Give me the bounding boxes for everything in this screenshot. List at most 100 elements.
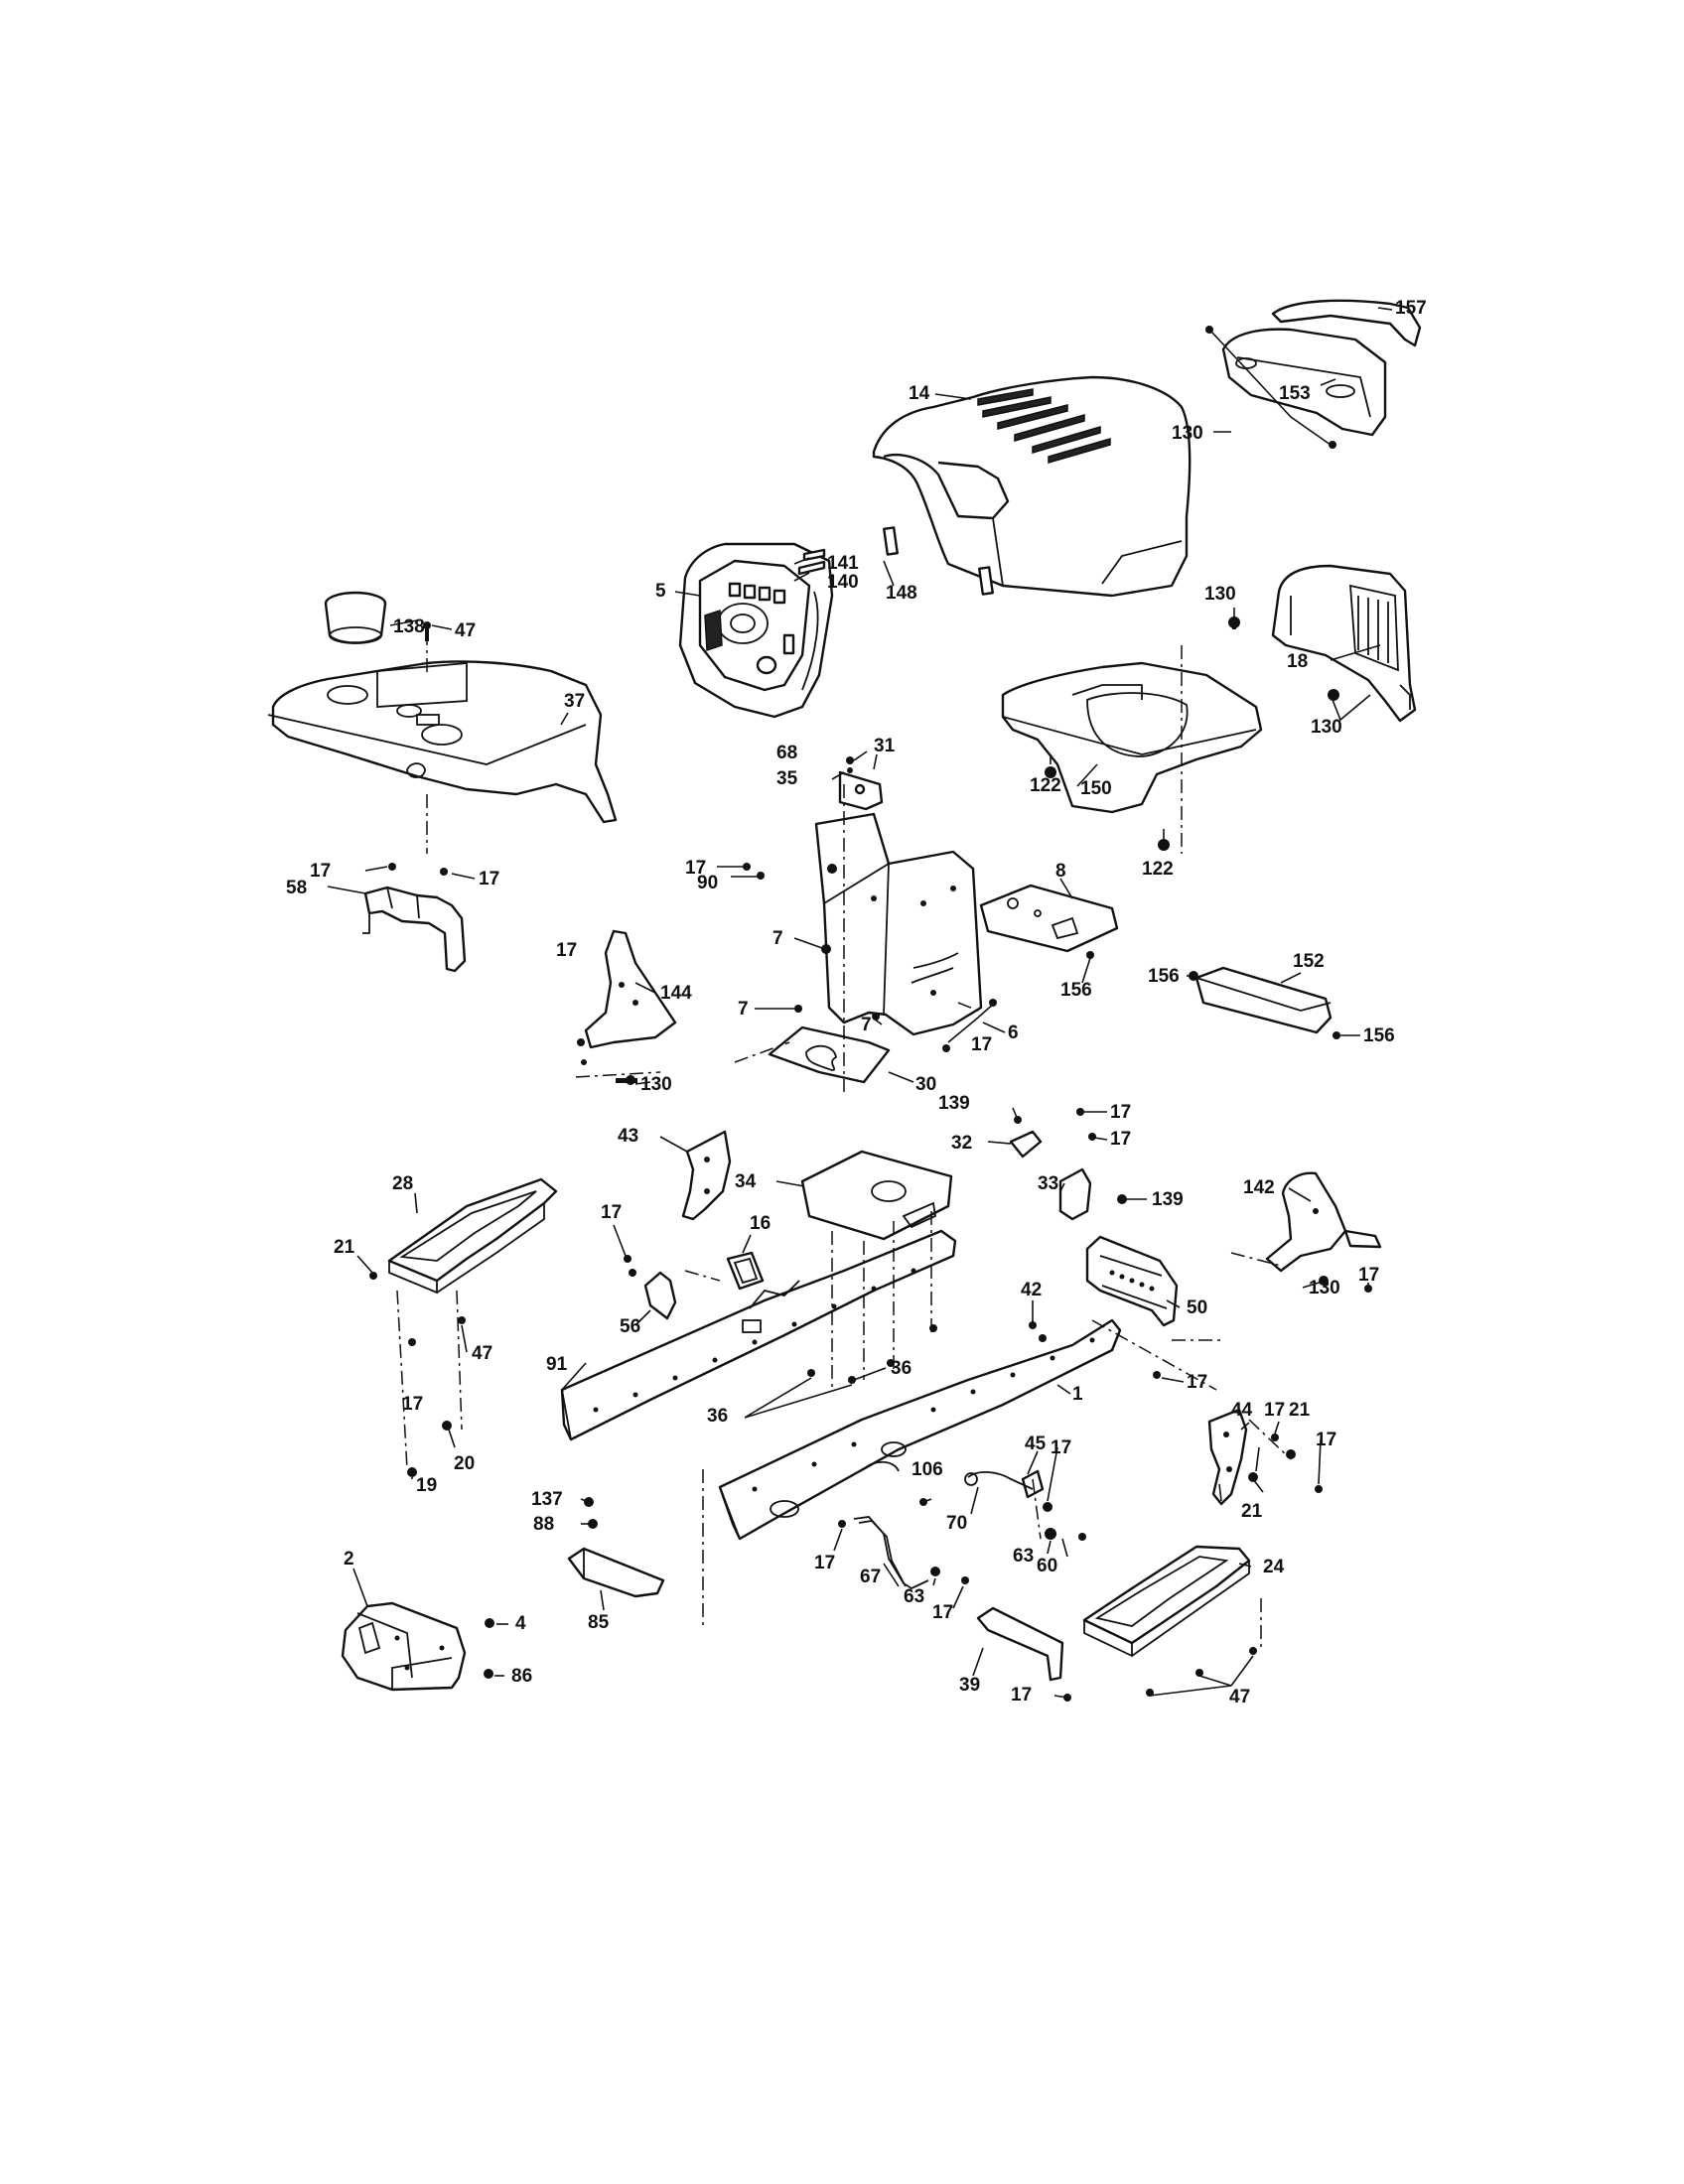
callout-43: 43: [618, 1126, 638, 1147]
part-70-link: [964, 1471, 1034, 1490]
callout-86: 86: [511, 1666, 532, 1687]
callout-63: 63: [904, 1586, 924, 1607]
callout-58: 58: [286, 878, 307, 898]
part-8-plate: [979, 884, 1119, 953]
part-24-footrest: [1082, 1545, 1251, 1658]
callout-24: 24: [1263, 1557, 1285, 1577]
part-5-dash-panel: [678, 542, 834, 719]
callout-17: 17: [310, 861, 331, 882]
callout-33: 33: [1038, 1173, 1058, 1194]
part-138-fuel-cap: [324, 591, 387, 644]
callout-139: 139: [938, 1093, 970, 1114]
callout-7: 7: [772, 928, 783, 949]
callout-68: 68: [776, 743, 797, 763]
callout-63: 63: [1013, 1546, 1034, 1567]
part-43-bracket: [681, 1130, 732, 1221]
callout-67: 67: [860, 1567, 881, 1587]
callout-21: 21: [1241, 1501, 1263, 1522]
callout-138: 138: [393, 616, 425, 637]
callout-32: 32: [951, 1133, 972, 1154]
part-67-rod: [853, 1516, 929, 1590]
callout-36: 36: [891, 1358, 912, 1379]
callout-28: 28: [392, 1173, 413, 1194]
part-34-plate: [800, 1150, 953, 1241]
part-1-frame-rail: [718, 1318, 1122, 1541]
callout-139: 139: [1152, 1189, 1184, 1210]
callout-157: 157: [1395, 298, 1427, 319]
leader-lines: [327, 307, 1393, 1699]
callout-152: 152: [1293, 951, 1325, 972]
callout-17: 17: [685, 858, 706, 879]
part-44-bracket: [1207, 1408, 1248, 1506]
callout-85: 85: [588, 1612, 610, 1633]
callout-2: 2: [344, 1549, 354, 1570]
callout-17: 17: [601, 1202, 622, 1223]
callout-137: 137: [531, 1489, 563, 1510]
part-31-bracket: [838, 770, 884, 811]
part-150-dash-tower: [1001, 661, 1263, 814]
callout-106: 106: [912, 1459, 943, 1480]
callout-8: 8: [1055, 861, 1066, 882]
part-152-rail: [1194, 966, 1333, 1034]
part-141-140-clips: [797, 548, 826, 576]
callout-5: 5: [655, 581, 666, 602]
callout-17: 17: [402, 1394, 423, 1415]
part-6-steering-support: [814, 812, 983, 1036]
part-2-axle-support: [341, 1601, 467, 1692]
part-18-grille: [1271, 564, 1417, 723]
alignment-lines: [396, 631, 1292, 1648]
part-91-frame-rail: [560, 1229, 957, 1441]
callout-47: 47: [1229, 1687, 1250, 1707]
callout-156: 156: [1363, 1025, 1395, 1046]
part-153-bezel: [1221, 328, 1387, 437]
callout-153: 153: [1279, 383, 1311, 404]
callout-50: 50: [1187, 1297, 1207, 1318]
callout-142: 142: [1243, 1177, 1275, 1198]
callout-130: 130: [1204, 584, 1236, 605]
callout-130: 130: [640, 1074, 672, 1095]
callout-31: 31: [874, 736, 896, 756]
callout-34: 34: [735, 1171, 757, 1192]
callout-17: 17: [1011, 1685, 1032, 1706]
part-157-visor: [1271, 299, 1422, 347]
callout-17: 17: [1316, 1430, 1336, 1450]
part-142-bracket: [1265, 1171, 1382, 1273]
hood-vent-slots: [977, 388, 1111, 464]
callout-21: 21: [1289, 1400, 1311, 1421]
part-58-bracket: [362, 886, 467, 973]
callout-17: 17: [1358, 1265, 1379, 1286]
callout-42: 42: [1021, 1280, 1042, 1300]
part-30-plate: [768, 1025, 891, 1084]
part-39-bracket: [976, 1606, 1064, 1682]
part-85-bracket: [567, 1547, 665, 1598]
callout-122: 122: [1142, 859, 1174, 880]
part-37-fender: [267, 660, 618, 824]
callout-17: 17: [1187, 1372, 1207, 1393]
callout-70: 70: [946, 1513, 967, 1534]
part-33-bracket: [1058, 1167, 1092, 1221]
part-32-bracket: [1009, 1130, 1043, 1159]
callout-17: 17: [1051, 1437, 1071, 1458]
callout-91: 91: [546, 1354, 568, 1375]
callout-36: 36: [707, 1406, 728, 1427]
callout-labels: 157 14 153 130 138 141 140 5 148 47 130 …: [286, 298, 1427, 1707]
callout-45: 45: [1025, 1433, 1047, 1454]
part-56-bracket: [643, 1271, 677, 1320]
callout-130: 130: [1172, 423, 1203, 444]
callout-56: 56: [620, 1316, 640, 1337]
callout-141: 141: [827, 553, 859, 574]
callout-16: 16: [750, 1213, 771, 1234]
callout-140: 140: [827, 572, 859, 593]
callout-20: 20: [454, 1453, 475, 1474]
callout-17: 17: [556, 940, 577, 961]
callout-60: 60: [1037, 1556, 1057, 1576]
callout-7: 7: [861, 1015, 872, 1035]
part-144-bracket: [584, 929, 677, 1049]
callout-18: 18: [1287, 651, 1308, 672]
callout-30: 30: [915, 1074, 936, 1095]
callout-47: 47: [472, 1343, 492, 1364]
callout-17: 17: [479, 869, 499, 889]
callout-44: 44: [1231, 1400, 1253, 1421]
callout-47: 47: [455, 620, 476, 641]
